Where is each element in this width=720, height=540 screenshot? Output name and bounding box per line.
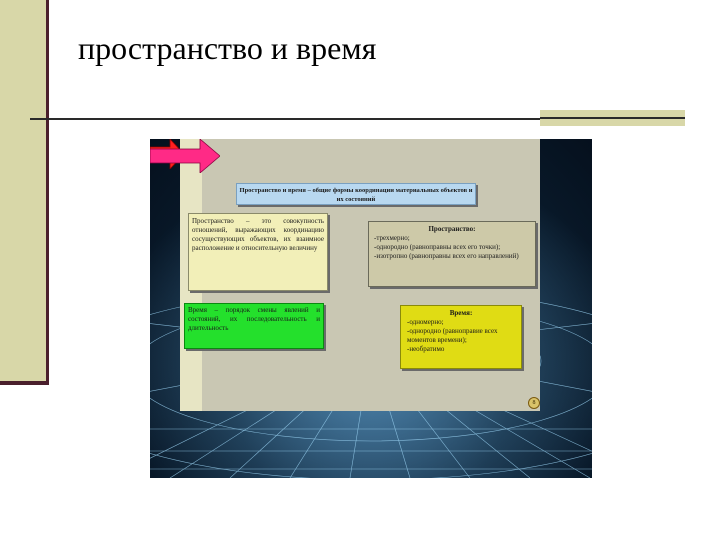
left-accent-underline bbox=[0, 381, 49, 385]
left-accent-line bbox=[46, 0, 49, 384]
space-property-item: -изотропно (равноправны всех его направл… bbox=[374, 252, 519, 260]
space-property-item: -однородно (равноправны всех его точки); bbox=[374, 243, 501, 251]
time-property-item: -однородно (равноправие всех моментов вр… bbox=[407, 327, 498, 344]
time-definition-box: Время – порядок смены явлений и состояни… bbox=[184, 303, 324, 349]
space-properties-title: Пространство: bbox=[428, 225, 476, 233]
time-property-item: -одномерно; bbox=[407, 318, 444, 326]
slide-image: Пространство и время – общие формы коорд… bbox=[150, 139, 592, 478]
left-accent-bar bbox=[0, 0, 46, 384]
time-properties-box: Время: -одномерно; -однородно (равноправ… bbox=[400, 305, 522, 369]
space-definition-box: Пространство – это совокупность отношени… bbox=[188, 213, 328, 291]
time-property-item: -необратимо bbox=[407, 345, 445, 353]
slide-title: пространство и время bbox=[78, 30, 377, 66]
space-properties-box: Пространство: -трехмерно; -однородно (ра… bbox=[368, 221, 536, 287]
diagram-header: Пространство и время – общие формы коорд… bbox=[236, 183, 476, 205]
page-number-icon: 8 bbox=[528, 397, 540, 409]
space-property-item: -трехмерно; bbox=[374, 234, 410, 242]
title-divider bbox=[30, 118, 540, 120]
time-properties-title: Время: bbox=[449, 309, 473, 317]
arrow-right-icon bbox=[150, 139, 220, 173]
title-divider-accent bbox=[540, 110, 685, 126]
